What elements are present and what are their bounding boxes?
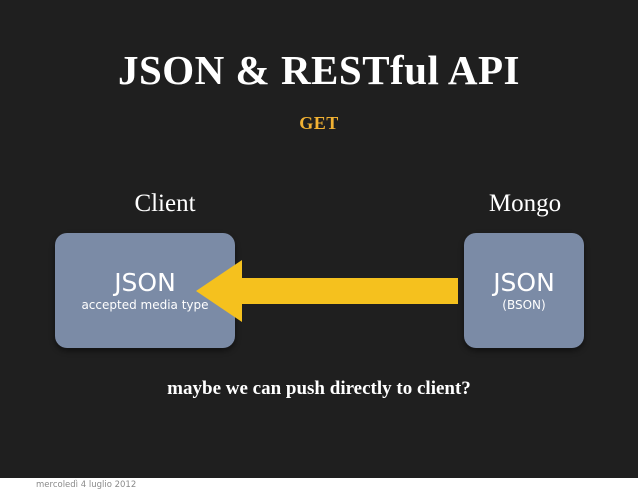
slide-title: JSON & RESTful API: [117, 47, 520, 93]
client-json-subtitle: accepted media type: [81, 298, 209, 313]
left-arrow-icon: [196, 260, 458, 322]
slide-canvas: JSON & RESTful API GET Client Mongo JSON…: [0, 0, 638, 478]
footer-date: mercoledì 4 luglio 2012: [36, 480, 137, 490]
slide-subtitle: GET: [299, 113, 339, 133]
slide-caption: maybe we can push directly to client?: [167, 378, 471, 399]
mongo-json-title: JSON: [493, 267, 555, 297]
client-label: Client: [134, 190, 196, 217]
mongo-json-box: JSON (BSON): [464, 233, 584, 348]
mongo-label: Mongo: [488, 190, 562, 217]
client-json-title: JSON: [114, 267, 176, 297]
mongo-json-subtitle: (BSON): [502, 298, 546, 313]
